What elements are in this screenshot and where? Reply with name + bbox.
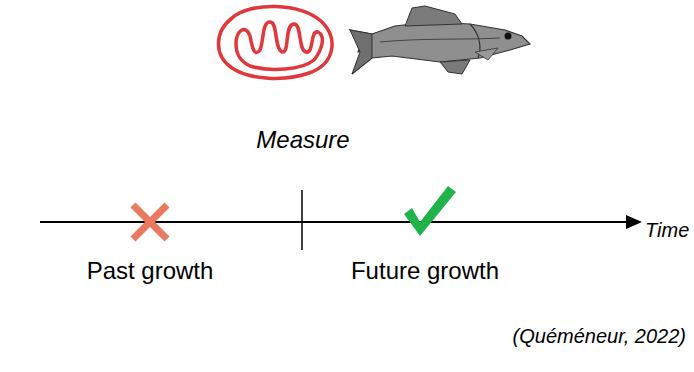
mitochondrion-icon: [219, 6, 333, 78]
period-label: Past growth: [87, 257, 214, 285]
check-mark: [404, 186, 456, 236]
timeline-arrowhead: [626, 215, 642, 229]
citation: (Quéméneur, 2022): [513, 325, 686, 348]
fish-drawing: [350, 6, 530, 74]
axis-label: Time: [645, 219, 689, 242]
timeline-axis: [40, 221, 632, 223]
period-label: Future growth: [351, 257, 499, 285]
measure-tick: [301, 190, 303, 250]
cross-mark: [133, 205, 167, 239]
axis-label: Measure: [256, 126, 349, 154]
